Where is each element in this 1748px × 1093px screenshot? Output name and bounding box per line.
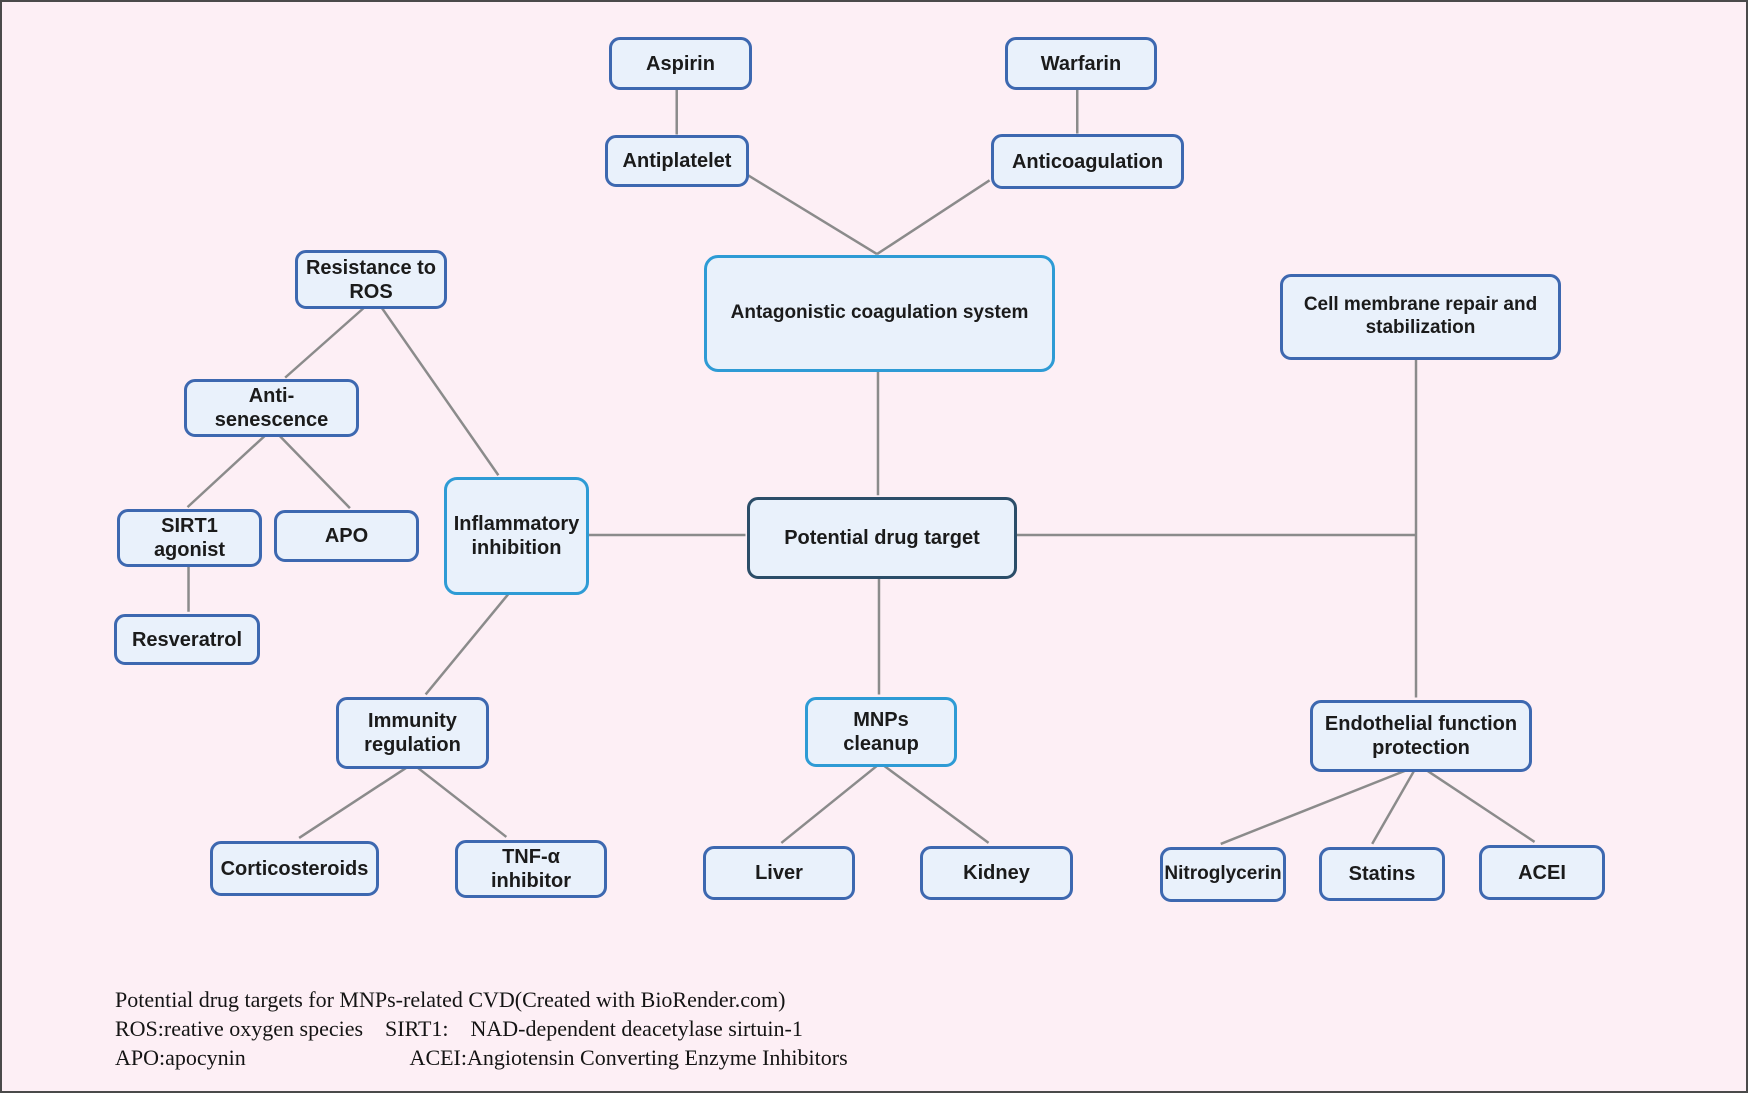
node-mnps-cleanup: MNPs cleanup	[805, 697, 957, 767]
node-resveratrol: Resveratrol	[114, 614, 260, 665]
edge-inflammatory-immunity	[424, 592, 511, 696]
node-liver-label: Liver	[755, 862, 803, 884]
node-warfarin-label: Warfarin	[1040, 52, 1122, 75]
node-endothelial-function-protection: Endothelial function protection	[1310, 700, 1532, 772]
node-kidney-label: Kidney	[963, 862, 1030, 884]
edge-antisenescence-sirt1	[186, 434, 267, 509]
node-kidney: Kidney	[920, 846, 1073, 900]
edge-anticoagulation-antagonistic	[876, 179, 991, 256]
caption-line-3: APO:apocynin ACEI:Angiotensin Converting…	[115, 1045, 848, 1070]
node-anticoagulation: Anticoagulation	[991, 134, 1184, 189]
edge-ros-inflammatory	[380, 307, 500, 476]
edge-endothelial-statins	[1371, 768, 1417, 845]
edge-antisenescence-apo	[278, 434, 351, 510]
node-corticosteroids-label: Corticosteroids	[220, 857, 369, 880]
figure-caption: Potential drug targets for MNPs-related …	[115, 985, 848, 1072]
node-potential-drug-target: Potential drug target	[747, 497, 1017, 579]
node-acei-label: ACEI	[1518, 861, 1566, 884]
node-antiplatelet: Antiplatelet	[605, 135, 749, 187]
node-resveratrol-label: Resveratrol	[131, 628, 243, 651]
node-liver: Liver	[703, 846, 855, 900]
node-aspirin-label: Aspirin	[646, 52, 715, 75]
node-aspirin: Aspirin	[609, 37, 752, 90]
node-endothelial-function-protection-label: Endothelial function protection	[1324, 713, 1518, 759]
edge-endothelial-acei	[1424, 768, 1536, 843]
edge-immunity-tnf	[414, 765, 508, 838]
node-inflammatory-inhibition-label: Inflammatory inhibition	[453, 513, 580, 559]
caption-line-1: Potential drug targets for MNPs-related …	[115, 987, 786, 1012]
node-warfarin: Warfarin	[1005, 37, 1157, 90]
node-cell-membrane-repair-label: Cell membrane repair and stabilization	[1303, 294, 1538, 338]
node-tnf-alpha-inhibitor: TNF-α inhibitor	[455, 840, 607, 898]
node-apo-label: APO	[324, 525, 369, 547]
node-antagonistic-coagulation-system: Antagonistic coagulation system	[704, 255, 1055, 372]
edge-mnps-liver	[780, 763, 880, 844]
node-statins: Statins	[1319, 847, 1445, 901]
node-anti-senescence-label: Anti- senescence	[214, 385, 329, 431]
node-sirt1-agonist: SIRT1 agonist	[117, 509, 262, 567]
edge-endothelial-nitroglycerin	[1220, 768, 1410, 846]
node-nitroglycerin-label: Nitroglycerin	[1164, 863, 1282, 885]
edge-ros-antisenescence	[284, 306, 365, 379]
node-inflammatory-inhibition: Inflammatory inhibition	[444, 477, 589, 595]
node-potential-drug-target-label: Potential drug target	[784, 527, 980, 549]
node-nitroglycerin: Nitroglycerin	[1160, 847, 1286, 902]
caption-line-2: ROS:reative oxygen species SIRT1: NAD-de…	[115, 1016, 803, 1041]
node-cell-membrane-repair: Cell membrane repair and stabilization	[1280, 274, 1561, 360]
node-antiplatelet-label: Antiplatelet	[622, 150, 732, 172]
node-resistance-to-ros-label: Resistance to ROS	[305, 256, 437, 303]
node-mnps-cleanup-label: MNPs cleanup	[843, 709, 919, 755]
node-resistance-to-ros: Resistance to ROS	[295, 250, 447, 309]
node-apo: APO	[274, 510, 419, 562]
node-acei: ACEI	[1479, 845, 1605, 900]
node-antagonistic-coagulation-system-label: Antagonistic coagulation system	[730, 302, 1029, 324]
node-immunity-regulation: Immunity regulation	[336, 697, 489, 769]
node-anticoagulation-label: Anticoagulation	[1011, 150, 1164, 173]
node-immunity-regulation-label: Immunity regulation	[364, 710, 461, 756]
edge-mnps-kidney	[881, 763, 990, 844]
node-statins-label: Statins	[1348, 863, 1416, 885]
node-sirt1-agonist-label: SIRT1 agonist	[153, 515, 226, 561]
node-tnf-alpha-inhibitor-label: TNF-α inhibitor	[491, 846, 571, 892]
edge-immunity-corticosteroids	[298, 765, 410, 839]
node-corticosteroids: Corticosteroids	[210, 841, 379, 896]
edge-antiplatelet-antagonistic	[745, 173, 878, 256]
node-anti-senescence: Anti- senescence	[184, 379, 359, 437]
